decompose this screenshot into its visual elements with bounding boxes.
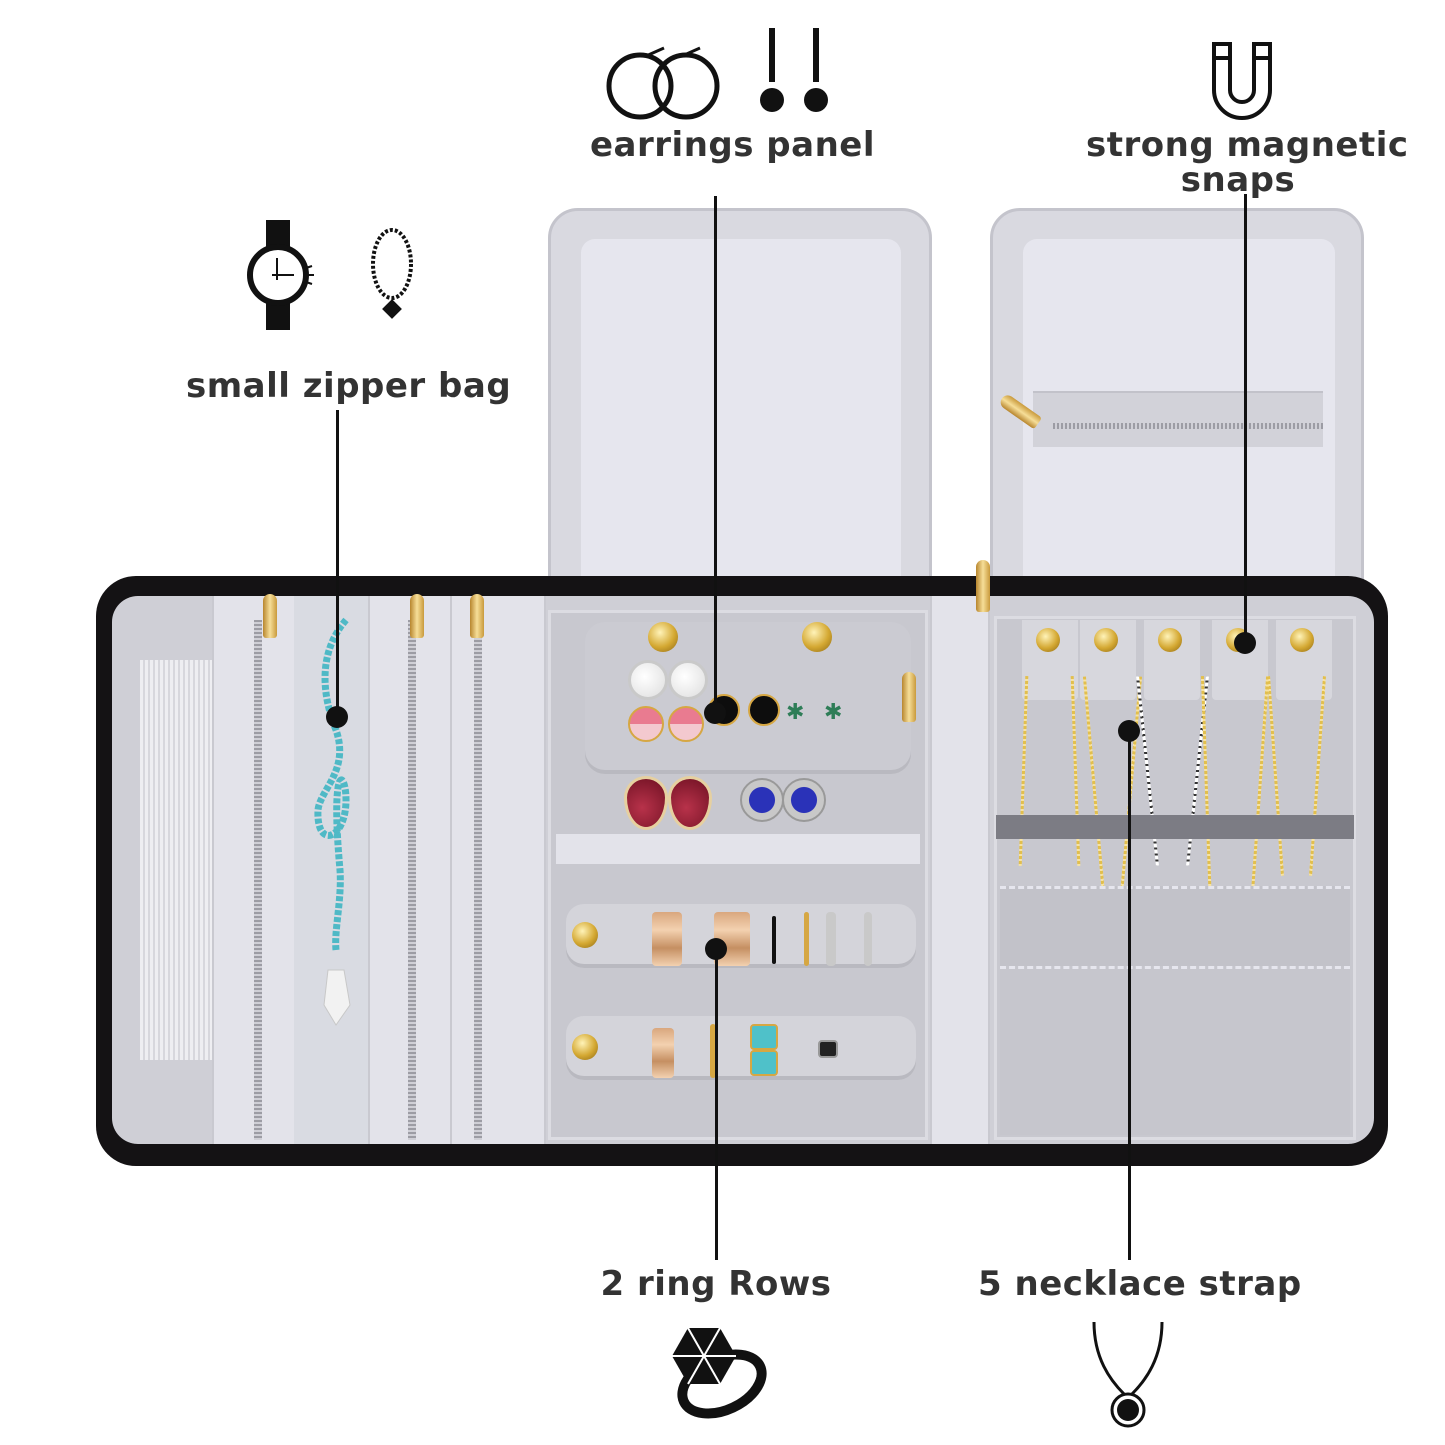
necklace-callout-dot: [1118, 720, 1140, 742]
earrings-panel-label: earrings panel: [590, 125, 876, 165]
drop-earrings-icon: [760, 28, 828, 112]
magnetic-snaps-label-line2: snaps: [1180, 160, 1296, 200]
earring-panel-cover-flap: [548, 208, 932, 631]
bead-bracelet-icon: [371, 228, 413, 319]
black-disc-earring: [748, 694, 780, 726]
pink-earring: [668, 706, 704, 742]
magnetic-callout-line: [1244, 194, 1247, 640]
clear-zipper-pouch: [294, 596, 368, 1144]
velvet-pocket: [1000, 966, 1350, 1135]
magnetic-snap: [1158, 628, 1182, 652]
magnetic-callout-dot: [1234, 632, 1256, 654]
earrings-board: [585, 622, 911, 774]
necklace-callout-line: [1128, 730, 1131, 1260]
zipper-pull: [263, 594, 277, 638]
pearl-earring: [668, 660, 708, 700]
magnetic-snap: [1036, 628, 1060, 652]
palm-tree-earring: ✱: [824, 700, 843, 725]
elastic-band: [996, 815, 1354, 839]
velvet-pocket: [1000, 886, 1350, 969]
magnetic-snaps-label-line1: strong magnetic: [1086, 125, 1409, 165]
ring: [750, 1024, 778, 1050]
palm-tree-earring: ✱: [786, 700, 805, 725]
zipper-bag-callout-line: [336, 410, 339, 716]
horseshoe-magnet-icon: [1212, 42, 1272, 120]
zipper-pull: [902, 672, 916, 722]
ruby-drop-earring: [624, 776, 668, 830]
gem-ring-icon: [672, 1327, 767, 1419]
turquoise-bead-necklace: [314, 617, 351, 1026]
ring: [818, 1040, 838, 1058]
pearl-earring: [628, 660, 668, 700]
pink-earring: [628, 706, 664, 742]
magnetic-snap: [1094, 628, 1118, 652]
ring: [652, 912, 682, 966]
sapphire-earring: [782, 778, 826, 822]
ring-rows-callout-dot: [705, 938, 727, 960]
sapphire-earring: [740, 778, 784, 822]
ring: [652, 1028, 674, 1078]
necklace-strap-label: 5 necklace strap: [978, 1264, 1302, 1304]
zipper-bag-callout-dot: [326, 706, 348, 728]
mesh-pocket: [140, 660, 218, 1060]
zipper-pull: [976, 560, 990, 612]
magnetic-snap: [1290, 628, 1314, 652]
zipper-pull: [410, 594, 424, 638]
ruby-drop-earring: [668, 776, 712, 830]
flap-zipper-pocket: [1033, 391, 1323, 449]
wristwatch-icon: [247, 220, 314, 330]
magnetic-snap: [572, 922, 598, 948]
necklace-panel-cover-flap: [990, 208, 1364, 631]
ring-roll-2: [566, 1016, 916, 1080]
magnetic-snap: [648, 622, 678, 652]
ring: [826, 912, 836, 966]
ring: [804, 912, 809, 966]
zipper-pull: [470, 594, 484, 638]
small-zipper-bag-label: small zipper bag: [186, 366, 512, 406]
magnetic-snap: [802, 622, 832, 652]
ring: [772, 916, 776, 964]
hoop-earrings-icon: [606, 46, 720, 120]
ring-rows-label: 2 ring Rows: [600, 1264, 832, 1304]
ring-rows-callout-line: [715, 946, 718, 1260]
pendant-necklace-icon: [1092, 1321, 1164, 1428]
ring: [864, 912, 872, 966]
earrings-callout-dot: [704, 702, 726, 724]
earrings-callout-line: [714, 196, 717, 712]
ring: [710, 1024, 716, 1078]
ring: [750, 1050, 778, 1076]
magnetic-snap: [572, 1034, 598, 1060]
